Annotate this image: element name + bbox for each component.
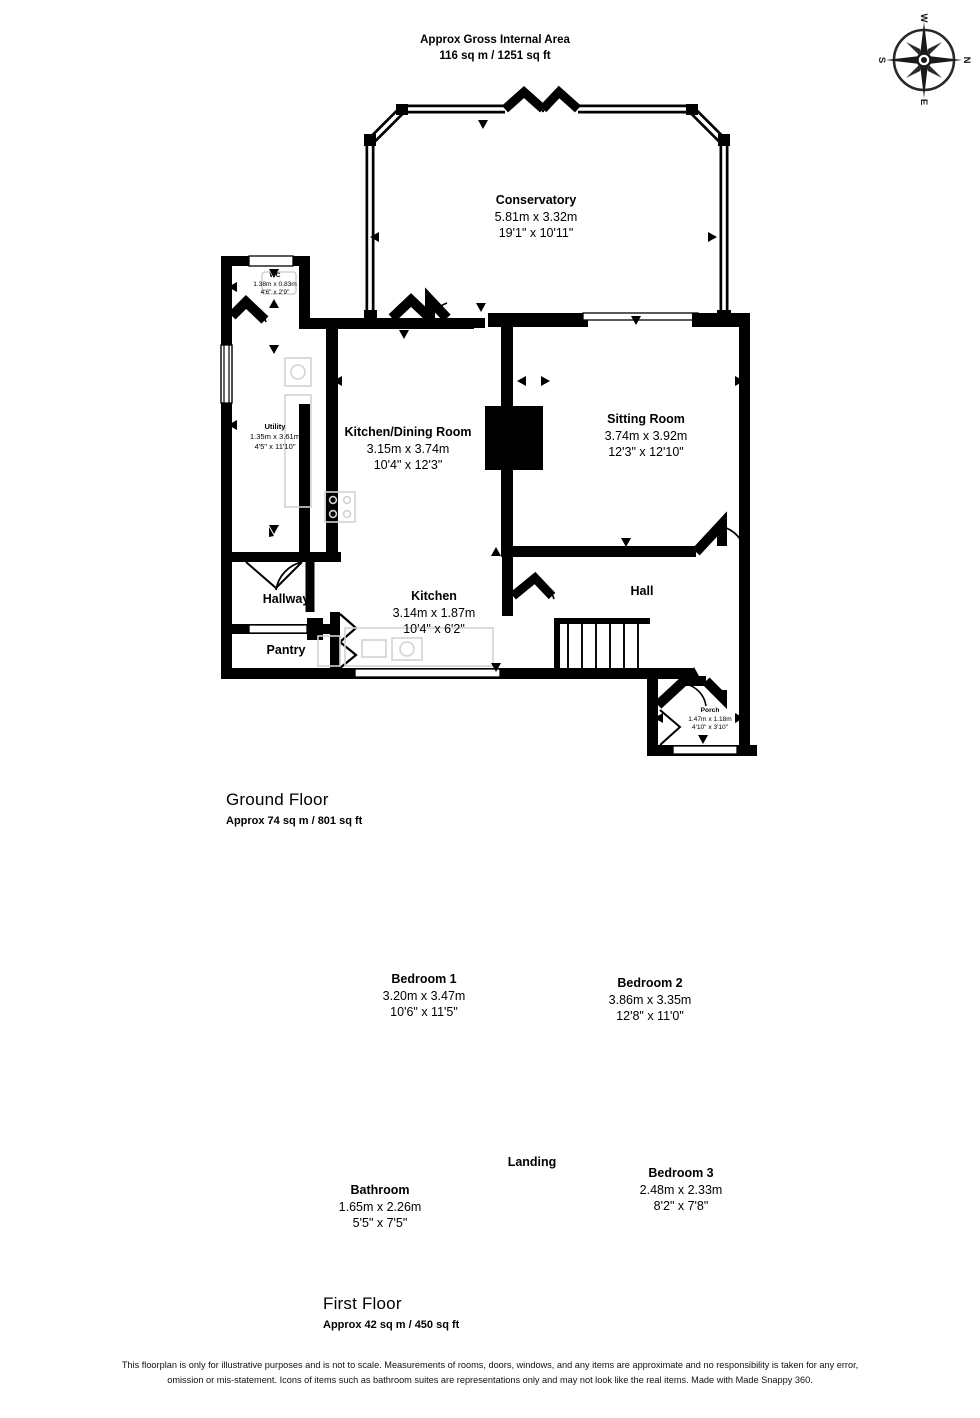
room-label-kitchen-dining-room: Kitchen/Dining Room 3.15m x 3.74m 10'4" …	[320, 424, 496, 474]
floor-name: First Floor	[323, 1294, 402, 1313]
room-name: Utility	[264, 422, 286, 431]
first-floor-title: First Floor Approx 42 sq m / 450 sq ft	[323, 1294, 459, 1331]
room-imperial: 4'5" x 11'10"	[254, 442, 296, 452]
ground-floor-walls	[220, 255, 757, 756]
ground-floor-arrows	[228, 120, 744, 744]
room-label-kitchen: Kitchen 3.14m x 1.87m 10'4" x 6'2"	[346, 588, 522, 638]
ground-floor-fixtures	[261, 271, 494, 667]
room-imperial: 4'6" x 2'9"	[260, 289, 290, 297]
room-metric: 1.65m x 2.26m	[338, 1199, 422, 1214]
room-metric: 2.48m x 2.33m	[639, 1182, 723, 1197]
gross-internal-area: Approx Gross Internal Area 116 sq m / 12…	[340, 33, 650, 64]
room-label-hallway: Hallway	[262, 592, 310, 606]
room-label-sitting-room: Sitting Room 3.74m x 3.92m 12'3" x 12'10…	[558, 411, 734, 461]
room-imperial: 8'2" x 7'8"	[653, 1199, 709, 1213]
room-name: Sitting Room	[607, 412, 685, 426]
room-metric: 5.81m x 3.32m	[494, 209, 578, 224]
room-label-pantry: Pantry	[266, 643, 306, 657]
room-label-porch: Porch 1.47m x 1.18m 4'10" x 3'10"	[664, 707, 756, 733]
compass-label-w: W	[918, 14, 929, 23]
room-name: WC	[269, 272, 281, 279]
disclaimer-text: This floorplan is only for illustrative …	[121, 1360, 859, 1385]
room-name: Porch	[700, 707, 720, 714]
room-name: Bedroom 1	[391, 972, 457, 986]
room-label-utility: Utility 1.35m x 3.61m 4'5" x 11'10"	[214, 422, 336, 452]
room-metric: 3.74m x 3.92m	[604, 428, 688, 443]
room-imperial: 10'6" x 11'5"	[390, 1005, 458, 1019]
room-metric: 3.15m x 3.74m	[366, 441, 450, 456]
room-imperial: 19'1" x 10'11"	[498, 226, 574, 240]
ground-floor-title: Ground Floor Approx 74 sq m / 801 sq ft	[226, 790, 362, 827]
room-name: Conservatory	[495, 193, 577, 207]
room-metric: 1.38m x 0.83m	[253, 280, 297, 288]
room-label-landing: Landing	[507, 1155, 557, 1169]
floor-area: Approx 42 sq m / 450 sq ft	[323, 1319, 460, 1331]
room-metric: 3.86m x 3.35m	[608, 992, 692, 1007]
room-label-bedroom-1: Bedroom 1 3.20m x 3.47m 10'6" x 11'5"	[336, 971, 512, 1021]
first-floor-plan	[0, 890, 980, 1290]
gross-area-label: Approx Gross Internal Area	[420, 34, 570, 46]
compass-label-n: N	[961, 57, 972, 64]
room-label-bathroom: Bathroom 1.65m x 2.26m 5'5" x 7'5"	[292, 1182, 468, 1232]
room-imperial: 4'10" x 3'10"	[691, 724, 729, 732]
room-label-bedroom-3: Bedroom 3 2.48m x 2.33m 8'2" x 7'8"	[593, 1165, 769, 1215]
room-name: Bedroom 3	[648, 1166, 714, 1180]
compass-label-e: E	[918, 99, 929, 105]
room-imperial: 12'3" x 12'10"	[608, 445, 684, 459]
room-metric: 1.47m x 1.18m	[688, 715, 732, 723]
room-label-conservatory: Conservatory 5.81m x 3.32m 19'1" x 10'11…	[430, 192, 642, 242]
floor-area: Approx 74 sq m / 801 sq ft	[226, 815, 363, 827]
ground-floor-plan	[220, 85, 757, 756]
compass-label-s: S	[876, 57, 887, 63]
gross-area-value: 116 sq m / 1251 sq ft	[439, 49, 551, 62]
room-imperial: 10'4" x 6'2"	[403, 622, 465, 636]
room-metric: 3.14m x 1.87m	[392, 605, 476, 620]
room-name: Bedroom 2	[617, 976, 683, 990]
compass-rose-icon: W N E S	[876, 14, 972, 106]
room-label-bedroom-2: Bedroom 2 3.86m x 3.35m 12'8" x 11'0"	[562, 975, 738, 1025]
room-label-hall: Hall	[630, 584, 654, 598]
room-imperial: 10'4" x 12'3"	[373, 458, 443, 472]
room-name: Kitchen	[411, 589, 457, 603]
room-metric: 1.35m x 3.61m	[249, 432, 301, 442]
room-name: Kitchen/Dining Room	[344, 425, 472, 439]
room-imperial: 5'5" x 7'5"	[352, 1216, 408, 1230]
room-imperial: 12'8" x 11'0"	[616, 1009, 684, 1023]
floor-name: Ground Floor	[226, 790, 329, 809]
room-label-wc: WC 1.38m x 0.83m 4'6" x 2'9"	[231, 272, 319, 298]
room-name: Bathroom	[350, 1183, 410, 1197]
room-metric: 3.20m x 3.47m	[382, 988, 466, 1003]
